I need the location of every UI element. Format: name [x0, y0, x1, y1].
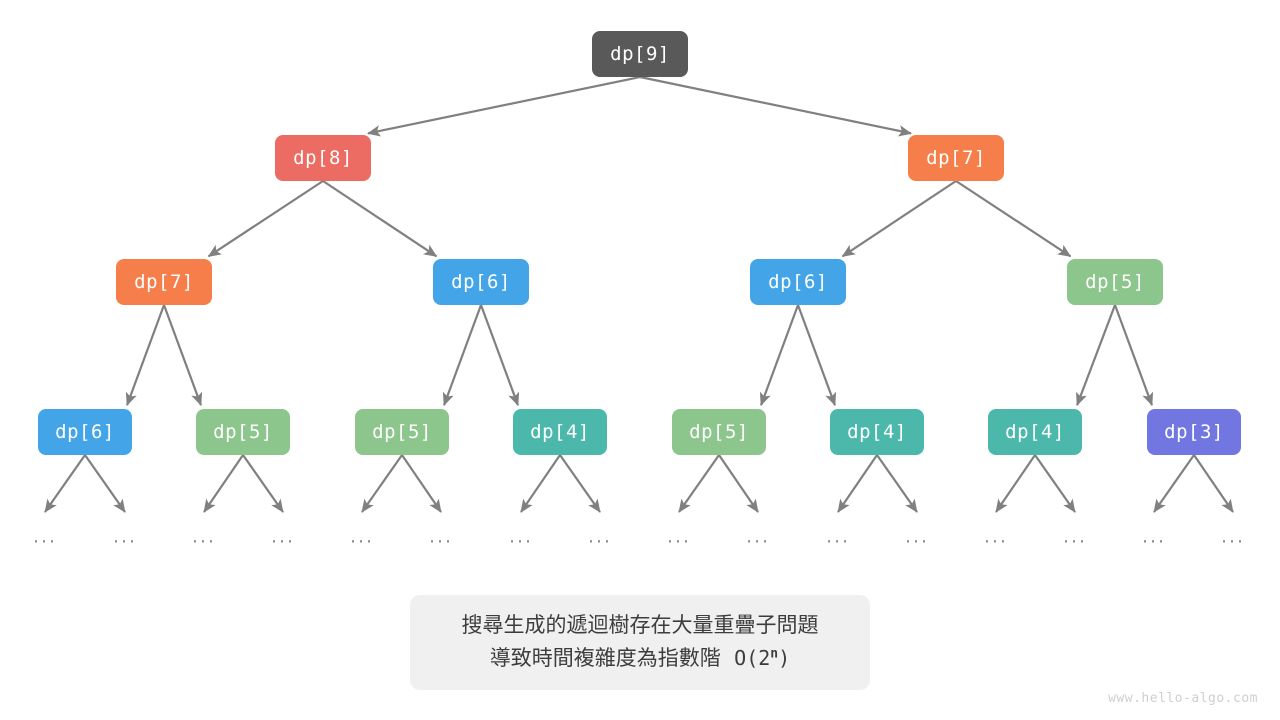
ellipsis-0: ... [32, 525, 58, 548]
stub-edge-7 [559, 454, 601, 513]
stub-edge-12 [995, 454, 1036, 513]
ellipsis-6: ... [508, 525, 534, 548]
tree-stub-edges [44, 454, 1234, 513]
node-label: dp[4] [847, 421, 907, 443]
stub-edge-3 [242, 454, 284, 513]
ellipsis-4: ... [349, 525, 375, 548]
node-label: dp[5] [372, 421, 432, 443]
tree-node-dp4-13: dp[4] [988, 409, 1082, 455]
tree-node-dp6-7: dp[6] [38, 409, 132, 455]
tree-node-dp4-12: dp[4] [830, 409, 924, 455]
edge-n5-n11 [759, 304, 800, 407]
edge-n0-n1 [367, 75, 641, 137]
node-label: dp[8] [293, 147, 353, 169]
tree-node-dp5-11: dp[5] [672, 409, 766, 455]
node-label: dp[5] [1085, 271, 1145, 293]
edge-n3-n8 [162, 304, 203, 407]
ellipsis-7: ... [587, 525, 613, 548]
node-label: dp[7] [134, 271, 194, 293]
edge-n2-n5 [841, 180, 957, 258]
ellipsis-15: ... [1220, 525, 1246, 548]
complexity-base: O(2 [734, 645, 771, 670]
caption-line-2-text: 導致時間複雜度為指數階 [489, 645, 721, 670]
complexity-close: ) [778, 645, 791, 670]
edge-n5-n12 [796, 304, 837, 407]
caption-box: 搜尋生成的遞迴樹存在大量重疊子問題 導致時間複雜度為指數階 O(2n) [410, 595, 870, 691]
edge-n6-n14 [1113, 304, 1154, 407]
ellipsis-5: ... [428, 525, 454, 548]
caption-line-2: 導致時間複雜度為指數階 O(2n) [410, 642, 870, 675]
edge-n0-n2 [639, 75, 912, 137]
tree-node-dp6-5: dp[6] [750, 259, 846, 305]
node-label: dp[5] [689, 421, 749, 443]
ellipsis-3: ... [270, 525, 296, 548]
watermark: www.hello-algo.com [1108, 691, 1258, 706]
stub-edge-8 [678, 454, 720, 513]
tree-node-dp5-6: dp[5] [1067, 259, 1163, 305]
stub-edge-15 [1193, 454, 1234, 513]
stub-edge-5 [401, 454, 442, 513]
stub-edge-13 [1034, 454, 1076, 513]
edge-n4-n10 [479, 304, 520, 407]
stub-edge-0 [44, 454, 86, 513]
tree-node-dp8-1: dp[8] [275, 135, 371, 181]
stub-edge-11 [876, 454, 918, 513]
tree-node-dp3-14: dp[3] [1147, 409, 1241, 455]
stub-edge-1 [84, 454, 126, 513]
node-label: dp[9] [610, 43, 670, 65]
ellipsis-10: ... [825, 525, 851, 548]
complexity-expression: O(2n) [734, 646, 790, 670]
tree-edges [125, 75, 1154, 407]
ellipsis-2: ... [191, 525, 217, 548]
edge-n3-n7 [125, 304, 166, 407]
node-label: dp[6] [55, 421, 115, 443]
tree-node-dp7-2: dp[7] [908, 135, 1004, 181]
edge-n1-n4 [322, 180, 438, 258]
ellipsis-8: ... [666, 525, 692, 548]
ellipsis-9: ... [745, 525, 771, 548]
tree-node-dp6-4: dp[6] [433, 259, 529, 305]
ellipsis-11: ... [904, 525, 930, 548]
node-label: dp[4] [1005, 421, 1065, 443]
node-label: dp[3] [1164, 421, 1224, 443]
stub-edge-6 [520, 454, 561, 513]
tree-node-dp5-9: dp[5] [355, 409, 449, 455]
edge-n2-n6 [955, 180, 1072, 258]
node-label: dp[7] [926, 147, 986, 169]
tree-node-dp5-8: dp[5] [196, 409, 290, 455]
complexity-exponent: n [770, 645, 779, 661]
edge-n1-n3 [207, 180, 324, 258]
stub-edge-14 [1153, 454, 1195, 513]
stub-edge-2 [203, 454, 244, 513]
ellipsis-12: ... [983, 525, 1009, 548]
node-label: dp[6] [451, 271, 511, 293]
ellipsis-14: ... [1141, 525, 1167, 548]
caption-line-1: 搜尋生成的遞迴樹存在大量重疊子問題 [461, 613, 819, 637]
node-label: dp[5] [213, 421, 273, 443]
node-label: dp[4] [530, 421, 590, 443]
edge-n4-n9 [442, 304, 483, 407]
stub-edge-4 [361, 454, 403, 513]
ellipsis-13: ... [1062, 525, 1088, 548]
node-label: dp[6] [768, 271, 828, 293]
stub-edge-10 [837, 454, 878, 513]
tree-node-dp9-0: dp[9] [592, 31, 688, 77]
tree-node-dp4-10: dp[4] [513, 409, 607, 455]
ellipsis-1: ... [112, 525, 138, 548]
tree-node-dp7-3: dp[7] [116, 259, 212, 305]
edge-n6-n13 [1076, 304, 1117, 407]
stub-edge-9 [718, 454, 759, 513]
